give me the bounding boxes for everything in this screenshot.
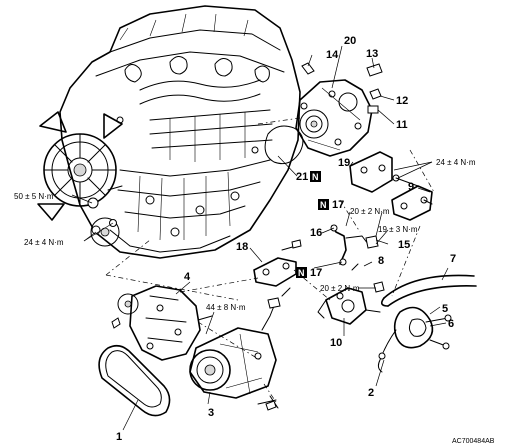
drive-belt <box>98 344 171 417</box>
callout-7: 7 <box>450 253 456 265</box>
callout-2: 2 <box>368 387 374 399</box>
gasket <box>264 125 304 165</box>
callout-13: 13 <box>366 48 378 60</box>
fan-pulley <box>37 111 123 221</box>
torque-20-lower: 20 ± 2 N·m <box>320 284 360 293</box>
svg-text:N: N <box>320 200 327 210</box>
hose-assembly <box>377 274 477 373</box>
n-marker-17-lower: N <box>296 267 307 278</box>
torque-labels: 50 ± 5 N·m 24 ± 4 N·m 24 ± 4 N·m 44 ± 8 … <box>14 158 476 312</box>
pipes-16-15-8 <box>330 224 385 293</box>
tensioner-10 <box>317 287 381 325</box>
callout-17-lower: 17 <box>310 267 322 279</box>
ac-compressor <box>189 297 281 399</box>
figure-code: AC700484AB <box>452 438 495 445</box>
assembly-lines <box>105 117 435 403</box>
torque-24-left: 24 ± 4 N·m <box>24 238 64 247</box>
callout-15: 15 <box>398 239 410 251</box>
pump-fittings <box>301 54 383 114</box>
svg-text:N: N <box>298 268 305 278</box>
torque-50: 50 ± 5 N·m <box>14 192 54 201</box>
callout-16: 16 <box>310 227 322 239</box>
callout-labels: 20 14 13 12 11 21 19 9 17 16 15 18 17 8 … <box>116 35 456 443</box>
n-marker-17-upper: N <box>318 199 329 210</box>
water-pump-assembly <box>295 79 373 157</box>
callout-18: 18 <box>236 241 248 253</box>
engine-assembly <box>37 5 301 259</box>
svg-text:N: N <box>312 172 319 182</box>
n-marker-21: N <box>310 171 321 182</box>
callout-17-upper: 17 <box>332 199 344 211</box>
bracket-18 <box>253 239 302 297</box>
callout-9: 9 <box>408 181 414 193</box>
torque-20-upper: 20 ± 2 N·m <box>350 207 390 216</box>
callout-3: 3 <box>208 407 214 419</box>
callout-11: 11 <box>396 119 408 131</box>
bracket-9 <box>391 185 433 221</box>
torque-24-right: 24 ± 4 N·m <box>436 158 476 167</box>
callout-10: 10 <box>330 337 342 349</box>
bolts <box>107 185 279 411</box>
callout-19: 19 <box>338 157 350 169</box>
callout-6: 6 <box>448 318 454 330</box>
callout-8: 8 <box>378 255 384 267</box>
callout-5: 5 <box>442 303 448 315</box>
bracket-19 <box>349 151 419 193</box>
callout-20: 20 <box>344 35 356 47</box>
leader-lines <box>71 45 449 431</box>
torque-19: 19 ± 3 N·m <box>378 225 418 234</box>
callout-21: 21 <box>296 171 308 183</box>
callout-1: 1 <box>116 431 122 443</box>
callout-12: 12 <box>396 95 408 107</box>
callout-4: 4 <box>184 271 191 283</box>
compressor-bracket <box>111 285 201 361</box>
callout-14: 14 <box>326 49 339 61</box>
torque-44: 44 ± 8 N·m <box>206 303 246 312</box>
